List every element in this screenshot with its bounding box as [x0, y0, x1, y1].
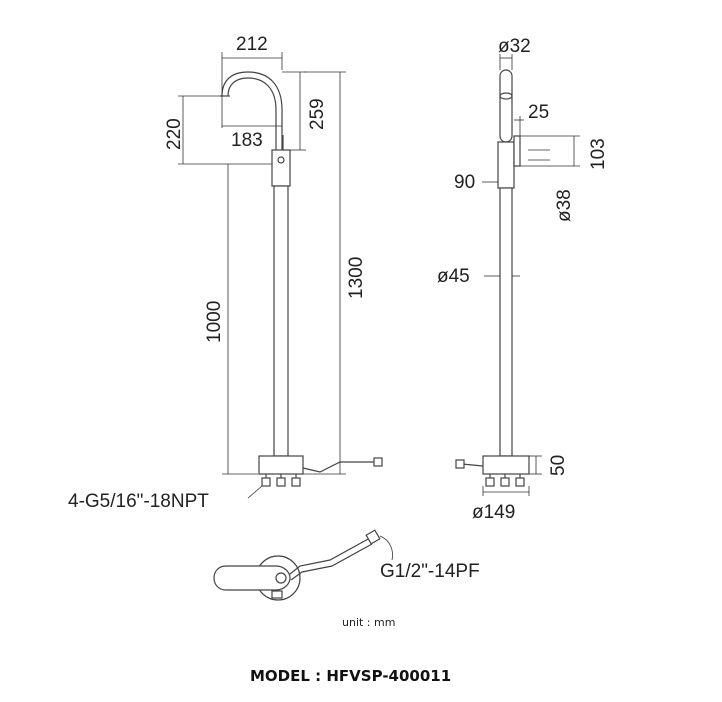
- dim-spout-reach: 183: [231, 130, 263, 151]
- dim-body-diameter: ø38: [554, 189, 575, 222]
- front-column: [273, 185, 289, 457]
- front-valve-body: [271, 149, 291, 187]
- hose-thread-label: G1/2"-14PF: [380, 561, 480, 582]
- dim-column-diameter: ø45: [437, 266, 470, 287]
- dim-base-height: 50: [548, 455, 569, 476]
- dim-spout-diameter: ø32: [498, 36, 531, 57]
- dim-spout-height: 220: [164, 118, 185, 150]
- model-label: MODEL : HFVSP-400011: [250, 667, 451, 685]
- side-view: ø32 25 103 90 ø38 ø45 50 ø149: [437, 36, 609, 523]
- plan-spout: [213, 565, 291, 591]
- dim-handle-len: 25: [528, 102, 549, 123]
- dim-handle-height: 103: [588, 138, 609, 170]
- side-column: [499, 187, 513, 457]
- side-valve-body: [497, 141, 515, 189]
- dim-base-diameter: ø149: [472, 502, 515, 523]
- dim-width-top: 212: [236, 34, 268, 55]
- supply-thread-label: 4-G5/16"-18NPT: [68, 491, 209, 512]
- side-base: [482, 455, 530, 475]
- unit-label: unit : mm: [342, 616, 395, 629]
- plan-hose: [289, 537, 371, 575]
- front-base: [258, 455, 304, 475]
- front-spout: [221, 71, 283, 150]
- front-view: 212 220 183 259 1000 1300 4-G5/16"-18NPT: [68, 34, 383, 512]
- dim-total-height: 1300: [346, 257, 367, 299]
- side-spout: [499, 69, 513, 143]
- plan-view: G1/2"-14PF: [213, 529, 480, 601]
- dim-column-height: 1000: [204, 301, 225, 343]
- dim-body-offset: 90: [454, 172, 475, 193]
- front-hose: [302, 461, 376, 473]
- dim-spout-total: 259: [307, 98, 328, 130]
